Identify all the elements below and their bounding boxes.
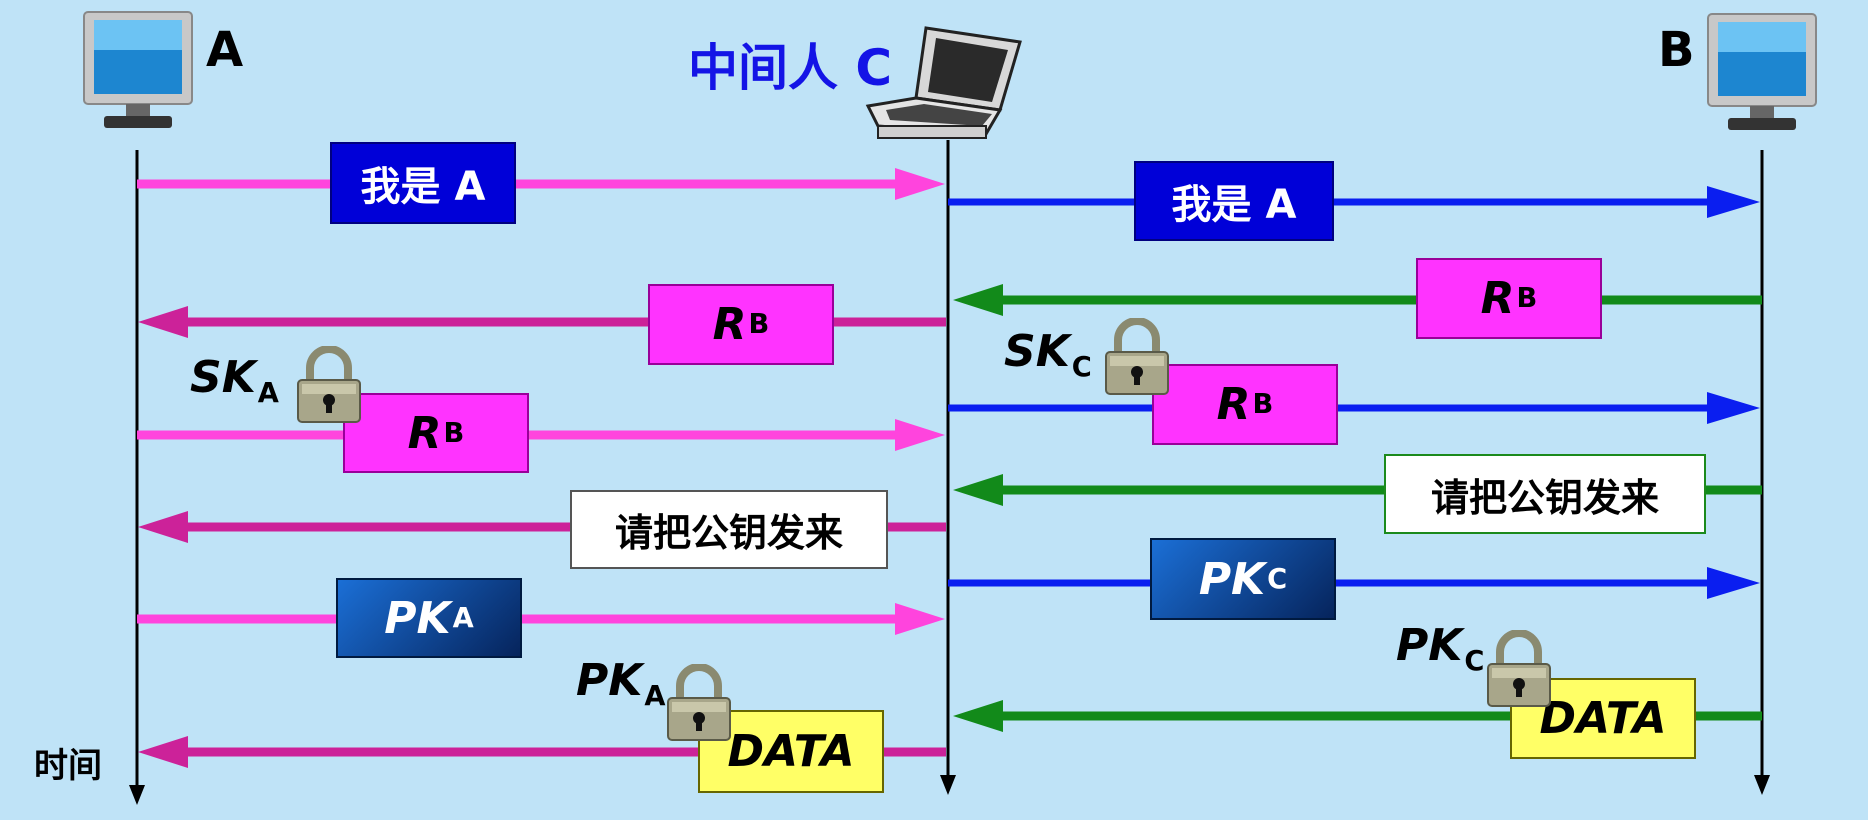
padlock-icon xyxy=(1487,630,1551,707)
key-subscript: C xyxy=(1071,351,1092,383)
message-text: 请把公钥发来 xyxy=(614,511,843,555)
key-main: SK xyxy=(1004,326,1070,377)
party-b-label: B xyxy=(1658,22,1695,78)
key-subscript: A xyxy=(257,377,279,409)
lifeline-b xyxy=(1754,150,1770,795)
arrow-c-to-b-5 xyxy=(948,567,1760,599)
key-label: SKA xyxy=(190,352,279,409)
message-main: R xyxy=(1480,273,1515,324)
message-main: PK xyxy=(1198,553,1266,605)
message-label: 请把公钥发来 xyxy=(570,490,888,569)
message-text: DATA xyxy=(727,726,855,777)
message-label: 请把公钥发来 xyxy=(1384,454,1706,534)
monitor-icon xyxy=(1707,13,1817,130)
padlock-icon xyxy=(297,346,361,423)
arrow-a-to-c-1 xyxy=(137,168,945,200)
message-text: 我是 A xyxy=(1171,182,1297,228)
message-label: 我是 A xyxy=(330,142,516,224)
lifeline-c xyxy=(940,140,956,795)
message-text: 请把公钥发来 xyxy=(1430,475,1659,520)
message-main: R xyxy=(712,299,747,350)
key-main: PK xyxy=(576,655,643,706)
arrow-a-to-c-3 xyxy=(137,419,945,451)
message-main: PK xyxy=(384,592,451,644)
message-subscript: B xyxy=(443,417,465,449)
arrow-b-to-c-2 xyxy=(953,284,1762,316)
party-c-label: 中间人 C xyxy=(688,39,893,97)
message-subscript: B xyxy=(748,309,770,340)
key-label: SKC xyxy=(1004,326,1092,383)
padlock-icon xyxy=(1105,318,1169,395)
padlock-icon xyxy=(667,664,731,741)
message-subscript: C xyxy=(1267,563,1288,595)
message-text: DATA xyxy=(1539,693,1667,744)
message-text: 我是 A xyxy=(360,164,486,210)
lifeline-a xyxy=(129,150,145,805)
arrow-a-to-c-5 xyxy=(137,603,945,635)
key-main: SK xyxy=(190,352,256,403)
key-main: PK xyxy=(1396,620,1463,671)
laptop-icon xyxy=(865,26,1022,139)
message-label: 我是 A xyxy=(1134,161,1334,241)
message-subscript: B xyxy=(1516,283,1538,314)
message-subscript: B xyxy=(1252,389,1274,420)
time-axis-label: 时间 xyxy=(34,746,102,786)
arrow-c-to-b-3 xyxy=(948,392,1760,424)
key-subscript: A xyxy=(644,680,666,712)
message-subscript: A xyxy=(452,602,474,634)
key-label: PKA xyxy=(576,655,665,712)
arrow-c-to-b-1 xyxy=(948,186,1760,218)
party-a-label: A xyxy=(206,22,244,78)
monitor-icon xyxy=(83,11,193,128)
key-subscript: C xyxy=(1464,645,1485,677)
message-main: R xyxy=(407,407,442,459)
key-label: PKC xyxy=(1396,620,1484,677)
message-main: R xyxy=(1216,379,1251,430)
